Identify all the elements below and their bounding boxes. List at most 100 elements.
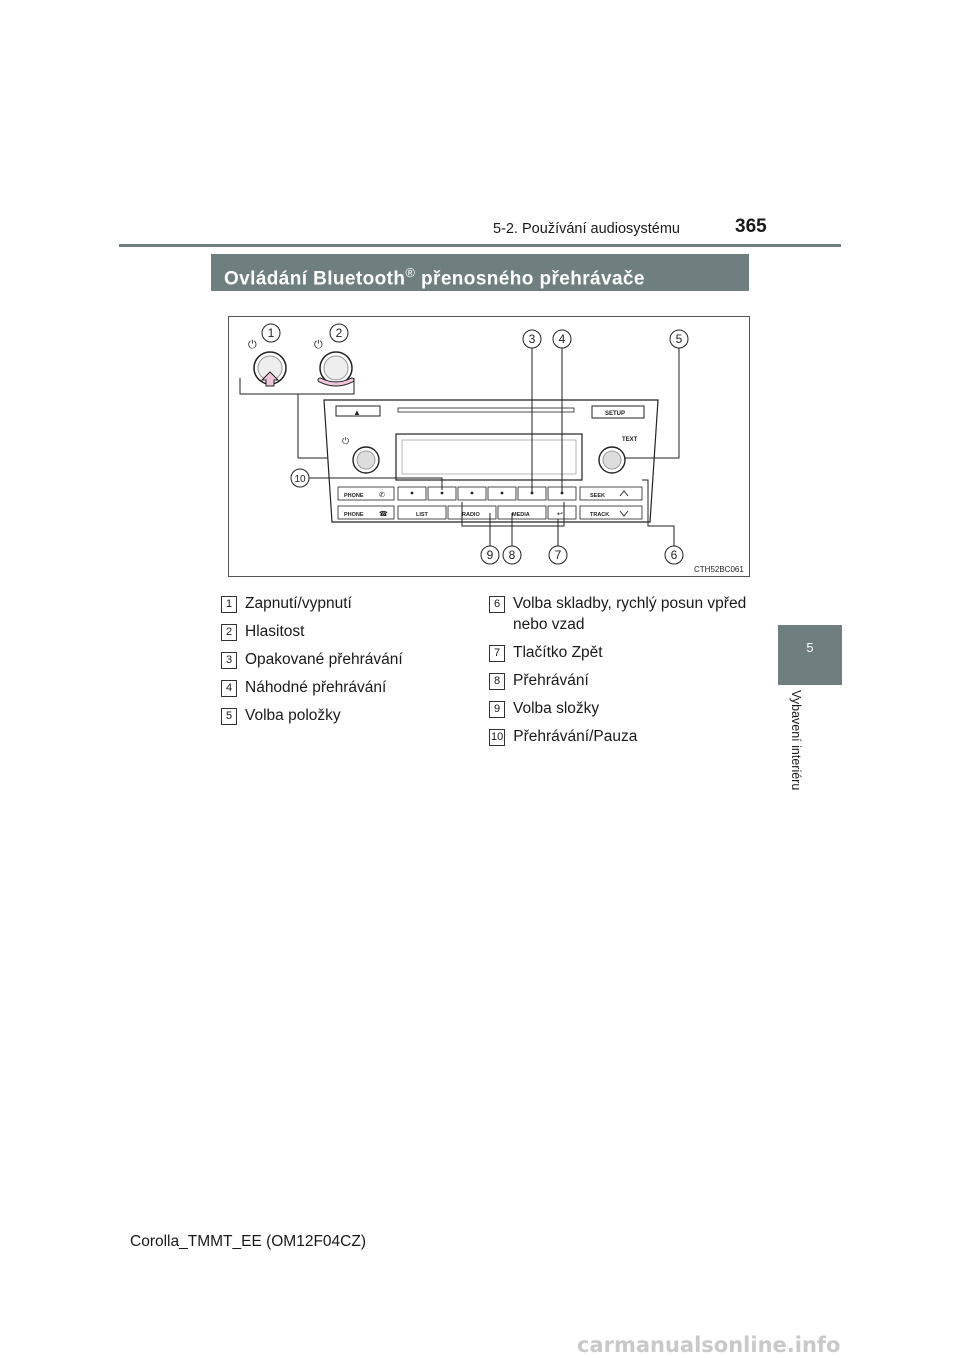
list-label: LIST	[416, 512, 429, 518]
callout-label: 6	[671, 548, 678, 562]
legend-text: Náhodné přehrávání	[245, 679, 387, 696]
legend-item: 7 Tlačítko Zpět	[489, 642, 749, 663]
legend-number: 8	[489, 673, 505, 690]
footer-model-code: Corolla_TMMT_EE (OM12F04CZ)	[130, 1233, 366, 1250]
callout-label: 2	[336, 326, 343, 340]
phone-bottom-label: PHONE	[344, 512, 364, 518]
text-label: TEXT	[622, 437, 638, 443]
page-number: 365	[735, 216, 767, 237]
back-arrow-icon: ↩	[557, 511, 563, 518]
radio-button[interactable]	[447, 505, 497, 520]
power-icon: ⏻	[314, 339, 323, 351]
legend-number: 9	[489, 701, 505, 718]
legend-text: Zapnutí/vypnutí	[245, 595, 352, 612]
seek-label: SEEK	[590, 493, 605, 499]
media-label: MEDIA	[512, 512, 530, 518]
legend-item: 5 Volba položky	[221, 705, 461, 726]
callout-label: 1	[268, 326, 275, 340]
eject-button[interactable]	[335, 405, 381, 417]
callout-1	[261, 323, 281, 343]
inset-power-knob: ⏻	[248, 339, 287, 387]
banner-title-post: přenosného přehrávače	[415, 268, 645, 290]
button-row-top: PHONE ✆ SEEK	[337, 486, 643, 501]
phone-top-label: PHONE	[344, 493, 364, 499]
legend-item: 8 Přehrávání	[489, 670, 749, 691]
callout-3	[522, 329, 542, 349]
phone-pickup-icon: ✆	[379, 491, 385, 499]
callout-9	[480, 545, 500, 565]
legend-left-column: 1 Zapnutí/vypnutí 2 Hlasitost 3 Opakovan…	[221, 593, 461, 733]
callout-label: 5	[676, 332, 683, 346]
legend-number: 3	[221, 652, 237, 669]
callout-8	[502, 545, 522, 565]
legend-text: Volba položky	[245, 707, 341, 724]
seek-up-button[interactable]	[579, 486, 643, 501]
watermark[interactable]: carmanualsonline.info	[577, 1333, 841, 1357]
chapter-label: Vybavení interiéru	[789, 690, 803, 791]
legend-item: 1 Zapnutí/vypnutí	[221, 593, 461, 614]
callout-label: 4	[559, 332, 566, 346]
legend-number: 4	[221, 680, 237, 697]
callout-label: 9	[487, 548, 494, 562]
legend-item: 9 Volba složky	[489, 698, 749, 719]
leader-lines	[308, 346, 680, 548]
callout-4	[552, 329, 572, 349]
phone-hangup-button[interactable]	[337, 505, 395, 520]
figure-code: CTH52BC061	[694, 565, 744, 574]
inset-volume-knob: ⏻	[314, 339, 355, 387]
setup-button[interactable]	[591, 405, 645, 419]
phone-hangup-icon: ☎	[379, 510, 388, 518]
banner-registered-mark: ®	[405, 265, 416, 280]
callout-7	[548, 545, 568, 565]
callout-markers: 1 2 3 4 5 6 7 8 9 10	[261, 323, 689, 565]
button-row-bottom: PHONE ☎ LIST RADIO MEDIA ↩ TRACK	[337, 505, 643, 520]
callout-6	[664, 545, 684, 565]
radio-label: RADIO	[462, 512, 480, 518]
legend-number: 6	[489, 596, 505, 613]
legend-item: 10 Přehrávání/Pauza	[489, 726, 749, 747]
legend-item: 4 Náhodné přehrávání	[221, 677, 461, 698]
setup-label: SETUP	[605, 411, 625, 417]
audio-panel-figure: ⏻ ⏻ ▲ SETUP ⏻ TEXT	[228, 316, 750, 577]
legend-text: Hlasitost	[245, 623, 305, 640]
callout-label: 3	[529, 332, 536, 346]
power-icon: ⏻	[248, 339, 257, 351]
callout-5	[669, 329, 689, 349]
header-section-title: 5-2. Používání audiosystému	[493, 221, 680, 237]
push-arrow-icon	[260, 371, 280, 387]
callout-label: 10	[294, 474, 306, 485]
legend-number: 5	[221, 708, 237, 725]
callout-label: 8	[509, 548, 516, 562]
track-label: TRACK	[590, 512, 609, 518]
legend-number: 10	[489, 729, 506, 746]
legend-text: Opakované přehrávání	[245, 651, 403, 668]
header-rule	[119, 244, 841, 247]
legend-right-column: 6 Volba skladby, rychlý posun vpřed nebo…	[489, 593, 749, 754]
back-button[interactable]	[547, 505, 577, 520]
legend-item: 6 Volba skladby, rychlý posun vpřed nebo…	[489, 593, 749, 635]
banner-title-pre: Ovládání Bluetooth	[224, 268, 406, 290]
disc-slot	[397, 407, 575, 413]
legend-number: 1	[221, 596, 237, 613]
chevron-down-icon	[619, 510, 629, 517]
list-button[interactable]	[397, 505, 447, 520]
chevron-up-icon	[619, 490, 629, 497]
track-down-button[interactable]	[579, 505, 643, 520]
legend-item: 3 Opakované přehrávání	[221, 649, 461, 670]
legend-text: Přehrávání	[513, 672, 589, 689]
phone-pickup-button[interactable]	[337, 486, 395, 501]
eject-icon: ▲	[353, 408, 361, 417]
chapter-tab[interactable]: 5	[778, 625, 842, 685]
legend-text: Přehrávání/Pauza	[513, 728, 638, 745]
legend-text: Volba složky	[513, 700, 600, 717]
media-button[interactable]	[497, 505, 547, 520]
power-icon: ⏻	[342, 436, 349, 446]
callout-10	[290, 468, 310, 488]
legend-number: 7	[489, 645, 505, 662]
legend-text: Tlačítko Zpět	[513, 644, 603, 661]
section-banner: Ovládání Bluetooth® přenosného přehrávač…	[211, 254, 749, 291]
legend-number: 2	[221, 624, 237, 641]
legend-text: Volba skladby, rychlý posun vpřed nebo v…	[513, 595, 747, 633]
legend-item: 2 Hlasitost	[221, 621, 461, 642]
callout-label: 7	[555, 548, 562, 562]
